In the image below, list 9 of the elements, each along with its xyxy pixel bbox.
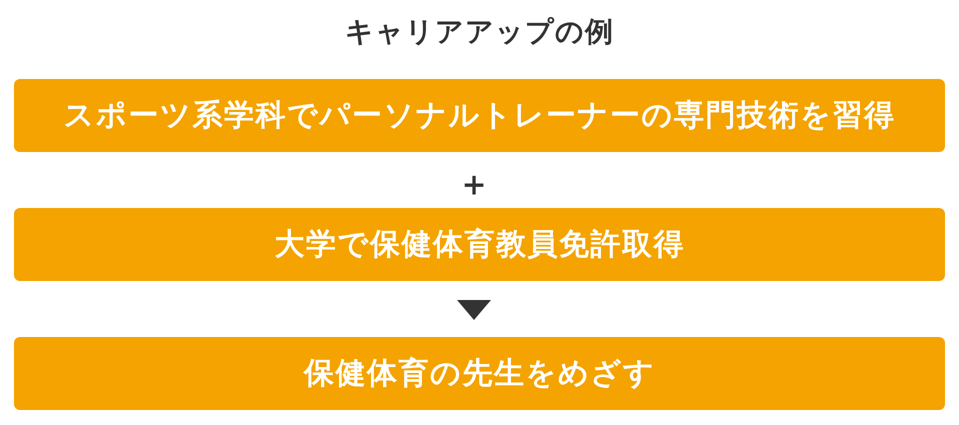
step-text: 保健体育の先生をめざす (304, 354, 656, 392)
plus-sign: ＋ (457, 167, 491, 201)
step-box (14, 337, 945, 410)
step-box (14, 208, 945, 281)
step-text: 大学で保健体育教員免許取得 (274, 226, 685, 264)
step-text: スポーツ系学科でパーソナルトレーナーの専門技術を習得 (64, 96, 896, 134)
step-box (14, 79, 945, 152)
title: キャリアアップの例 (345, 15, 614, 48)
arrow (457, 300, 491, 320)
